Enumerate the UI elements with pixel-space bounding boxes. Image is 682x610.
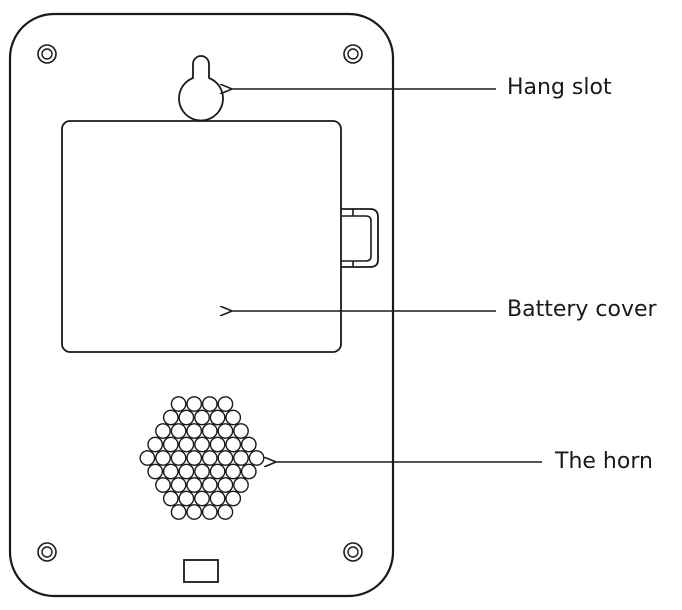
speaker-hole	[201, 450, 218, 466]
speaker-hole	[217, 423, 234, 439]
speaker-hole	[240, 436, 257, 453]
speaker-hole	[209, 409, 226, 426]
speaker-hole	[233, 477, 249, 493]
speaker-hole	[209, 436, 226, 453]
screw-icon-bottom-left	[37, 542, 57, 562]
speaker-hole	[186, 396, 203, 412]
speaker-hole	[209, 463, 226, 480]
battery-cover	[61, 120, 342, 353]
bottom-port	[183, 559, 219, 583]
speaker-hole	[194, 409, 210, 426]
speaker-hole	[170, 396, 187, 412]
speaker-hole	[201, 396, 218, 412]
hang-slot-label: Hang slot	[507, 75, 612, 100]
speaker-hole	[233, 450, 249, 466]
speaker-hole	[201, 423, 218, 439]
speaker-hole	[155, 477, 171, 493]
speaker-hole	[186, 504, 203, 520]
speaker-hole	[209, 490, 226, 507]
speaker-hole	[162, 436, 179, 453]
speaker-hole	[178, 436, 195, 453]
screw-icon-bottom-right	[343, 542, 363, 562]
speaker-hole	[217, 504, 234, 520]
speaker-hole	[217, 450, 234, 466]
speaker-hole	[178, 463, 195, 480]
speaker-hole	[178, 409, 195, 426]
speaker-hole	[170, 504, 187, 520]
screw-icon-top-right	[343, 44, 363, 64]
speaker-hole	[217, 477, 234, 493]
battery-cover-latch	[341, 208, 379, 268]
speaker-hole	[170, 423, 187, 439]
battery-cover-label: Battery cover	[507, 297, 657, 322]
speaker-hole	[139, 450, 156, 466]
speaker-hole	[162, 409, 179, 426]
screw-icon-top-left	[37, 44, 57, 64]
speaker-hole	[240, 463, 257, 480]
device-body	[8, 12, 395, 598]
speaker-hole	[225, 436, 242, 453]
speaker-hole	[194, 463, 210, 480]
speaker-hole	[186, 450, 203, 466]
speaker-hole	[147, 436, 164, 453]
speaker-hole	[186, 423, 203, 439]
speaker-hole	[155, 450, 171, 466]
speaker-hole	[178, 490, 195, 507]
speaker-hole	[170, 450, 187, 466]
speaker-grille-icon	[139, 396, 265, 520]
hang-slot	[178, 55, 224, 122]
speaker-hole	[194, 436, 210, 453]
speaker-hole	[194, 490, 210, 507]
speaker-hole	[162, 490, 179, 507]
speaker-hole	[225, 463, 242, 480]
horn-label: The horn	[555, 449, 653, 474]
speaker-hole	[162, 463, 179, 480]
speaker-hole	[170, 477, 187, 493]
speaker-hole	[217, 396, 234, 412]
speaker-hole	[248, 450, 265, 466]
speaker-hole	[201, 504, 218, 520]
speaker-hole	[201, 477, 218, 493]
speaker-hole	[225, 409, 242, 426]
speaker-hole	[147, 463, 164, 480]
speaker-hole	[186, 477, 203, 493]
speaker-hole	[233, 423, 249, 439]
speaker-hole	[155, 423, 171, 439]
speaker-hole	[225, 490, 242, 507]
